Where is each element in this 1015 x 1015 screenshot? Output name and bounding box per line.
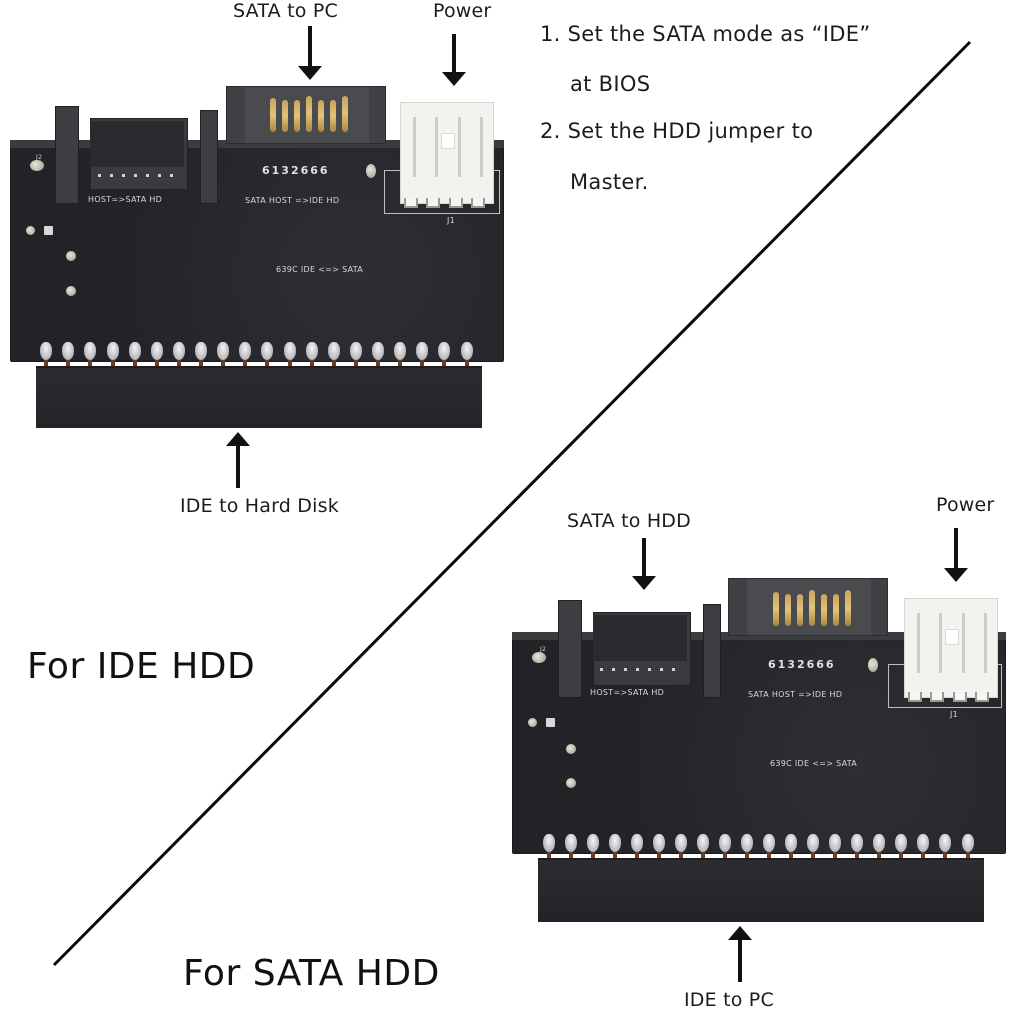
instruction-step-1: 1. Set the SATA mode as “IDE” xyxy=(540,22,871,46)
silk-left-connector: HOST=>SATA HD xyxy=(88,195,163,204)
silk-corner-ref: J2 xyxy=(36,154,43,161)
arrow-down-icon xyxy=(298,26,322,82)
ide-to-pc-label: IDE to PC xyxy=(684,989,774,1011)
via xyxy=(566,778,576,788)
arrow-down-icon xyxy=(944,528,968,586)
via xyxy=(566,744,576,754)
sata-latch xyxy=(55,106,79,204)
silk-center-connector: SATA HOST =>IDE HD xyxy=(748,690,843,699)
instruction-step-2: 2. Set the HDD jumper to xyxy=(540,119,814,143)
via xyxy=(66,286,76,296)
mount-hole xyxy=(532,652,546,663)
instruction-step-2-cont: Master. xyxy=(570,170,649,194)
sata-to-hdd-label: SATA to HDD xyxy=(567,510,691,532)
arrow-up-icon xyxy=(728,926,752,982)
silk-left-connector: HOST=>SATA HD xyxy=(590,688,665,697)
for-ide-hdd-title: For IDE HDD xyxy=(27,646,256,687)
pad xyxy=(546,718,555,727)
via xyxy=(26,226,35,235)
power-connector[interactable] xyxy=(904,598,998,698)
for-sata-hdd-title: For SATA HDD xyxy=(183,953,440,994)
ide-header-to-pc[interactable] xyxy=(538,858,984,922)
sata-latch xyxy=(703,604,721,698)
silk-component-marks: 6132666 xyxy=(262,164,330,177)
sata-port-to-hdd[interactable] xyxy=(593,612,691,686)
silk-j1: J1 xyxy=(950,710,959,719)
arrow-up-icon xyxy=(226,432,250,488)
power-label: Power xyxy=(433,0,492,22)
ide-to-hard-disk-label: IDE to Hard Disk xyxy=(180,495,339,517)
silk-component-marks: 6132666 xyxy=(768,658,836,671)
silk-j1: J1 xyxy=(447,216,456,225)
via xyxy=(528,718,537,727)
via xyxy=(868,658,878,672)
sata-male-connector xyxy=(728,578,888,636)
silk-center-connector: SATA HOST =>IDE HD xyxy=(245,196,340,205)
arrow-down-icon xyxy=(442,34,466,90)
ide-header-to-hard-disk[interactable] xyxy=(36,366,482,428)
instruction-step-1-cont: at BIOS xyxy=(570,72,651,96)
sata-port-to-pc[interactable] xyxy=(226,86,386,144)
power-connector[interactable] xyxy=(400,102,494,204)
sata-latch xyxy=(200,110,218,204)
silk-corner-ref: J2 xyxy=(540,646,547,653)
via xyxy=(66,251,76,261)
sata-to-pc-label: SATA to PC xyxy=(233,0,338,22)
via xyxy=(366,164,376,178)
sata-data-socket xyxy=(90,118,188,190)
power-label: Power xyxy=(936,494,995,516)
pad xyxy=(44,226,53,235)
mount-hole xyxy=(30,160,44,171)
silk-chip-label: 639C IDE <=> SATA xyxy=(770,759,858,768)
silk-chip-label: 639C IDE <=> SATA xyxy=(276,265,364,274)
sata-latch xyxy=(558,600,582,698)
arrow-down-icon xyxy=(632,538,656,594)
